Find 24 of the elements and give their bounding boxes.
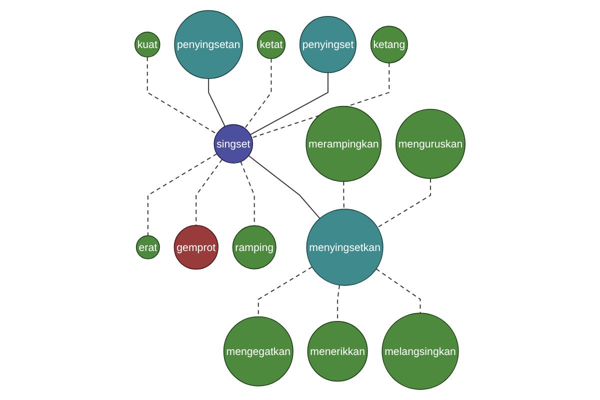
node-circle: menyingsetkan [306,208,384,286]
node-circle: singset [214,124,254,164]
connector [376,178,431,228]
node-circle: erat [136,235,160,260]
connector [146,56,218,134]
node-circle: ketang [370,26,408,64]
node-circle: penyingset [299,16,356,74]
node-circle: penyingsetan [174,10,243,79]
node-circle: menguruskan [395,108,466,179]
connector [343,180,344,210]
connector [248,155,320,219]
node-circle: gemprot [174,224,218,270]
node-circle: ramping [232,225,276,270]
node-circle: ketat [256,30,286,59]
node-circle: kuat [134,32,160,58]
connector [244,58,272,129]
connector [250,72,328,136]
node-circle: merampingkan [306,106,382,182]
node-circle: mengegatkan [223,316,294,386]
connector [208,78,226,127]
connector [376,268,421,314]
connector [147,153,218,236]
node-circle: melangsingkan [382,312,459,390]
node-circle: menerikkan [307,321,368,382]
